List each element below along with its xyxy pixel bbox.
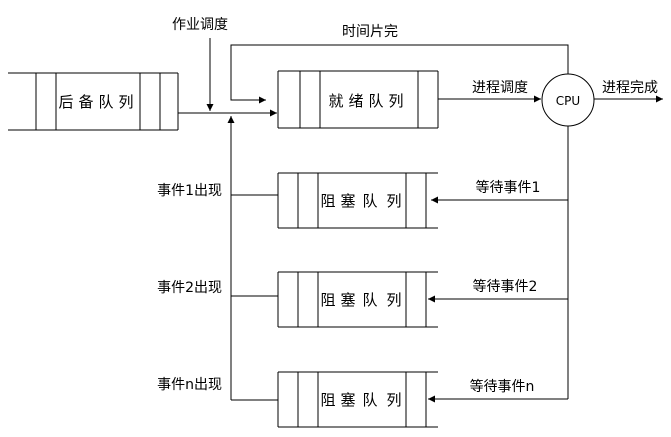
blocked-queue-char: 阻 bbox=[320, 291, 335, 309]
blocked-queue-char: 列 bbox=[386, 291, 401, 309]
ready-queue-char: 就 bbox=[328, 92, 343, 110]
blocked-queue-char: 阻 bbox=[320, 391, 335, 409]
ready-queue-char: 列 bbox=[388, 92, 403, 110]
blocked-queue-char: 列 bbox=[386, 192, 401, 210]
backup-queue-char: 列 bbox=[118, 93, 133, 111]
blocked-queue-2 bbox=[277, 271, 438, 328]
event-2-occur-label: 事件2出现 bbox=[157, 280, 222, 296]
backup-queue-char: 备 bbox=[78, 93, 93, 111]
job-scheduling-label: 作业调度 bbox=[172, 17, 228, 33]
blocked-queue-char: 塞 bbox=[340, 192, 355, 210]
event-n-occur-label: 事件n出现 bbox=[157, 377, 222, 393]
wait-event-1-label: 等待事件1 bbox=[476, 179, 541, 196]
process-complete-label: 进程完成 bbox=[602, 80, 658, 96]
blocked-queue-char: 队 bbox=[362, 192, 377, 210]
blocked-queue-n bbox=[277, 371, 438, 428]
blocked-queue-char: 塞 bbox=[340, 291, 355, 309]
blocked-queue-char: 队 bbox=[362, 291, 377, 309]
ready-queue-char: 绪 bbox=[348, 92, 363, 110]
cpu-label: CPU bbox=[556, 94, 580, 108]
wait-event-2-label: 等待事件2 bbox=[473, 278, 538, 295]
process-scheduling-label: 进程调度 bbox=[472, 80, 528, 96]
blocked-queue-char: 队 bbox=[362, 391, 377, 409]
backup-queue bbox=[8, 72, 179, 131]
time-slice-label: 时间片完 bbox=[342, 24, 398, 40]
blocked-queue-1 bbox=[277, 172, 438, 229]
backup-queue-char: 队 bbox=[98, 93, 113, 111]
blocked-queue-char: 阻 bbox=[320, 192, 335, 210]
event-1-occur-label: 事件1出现 bbox=[157, 183, 222, 199]
time-slice-loop bbox=[230, 44, 569, 104]
blocked-queue-char: 塞 bbox=[340, 391, 355, 409]
backup-queue-char: 后 bbox=[58, 93, 73, 111]
wait-event-n-label: 等待事件n bbox=[470, 378, 535, 395]
blocked-queue-char: 列 bbox=[386, 391, 401, 409]
ready-queue-char: 队 bbox=[368, 92, 383, 110]
